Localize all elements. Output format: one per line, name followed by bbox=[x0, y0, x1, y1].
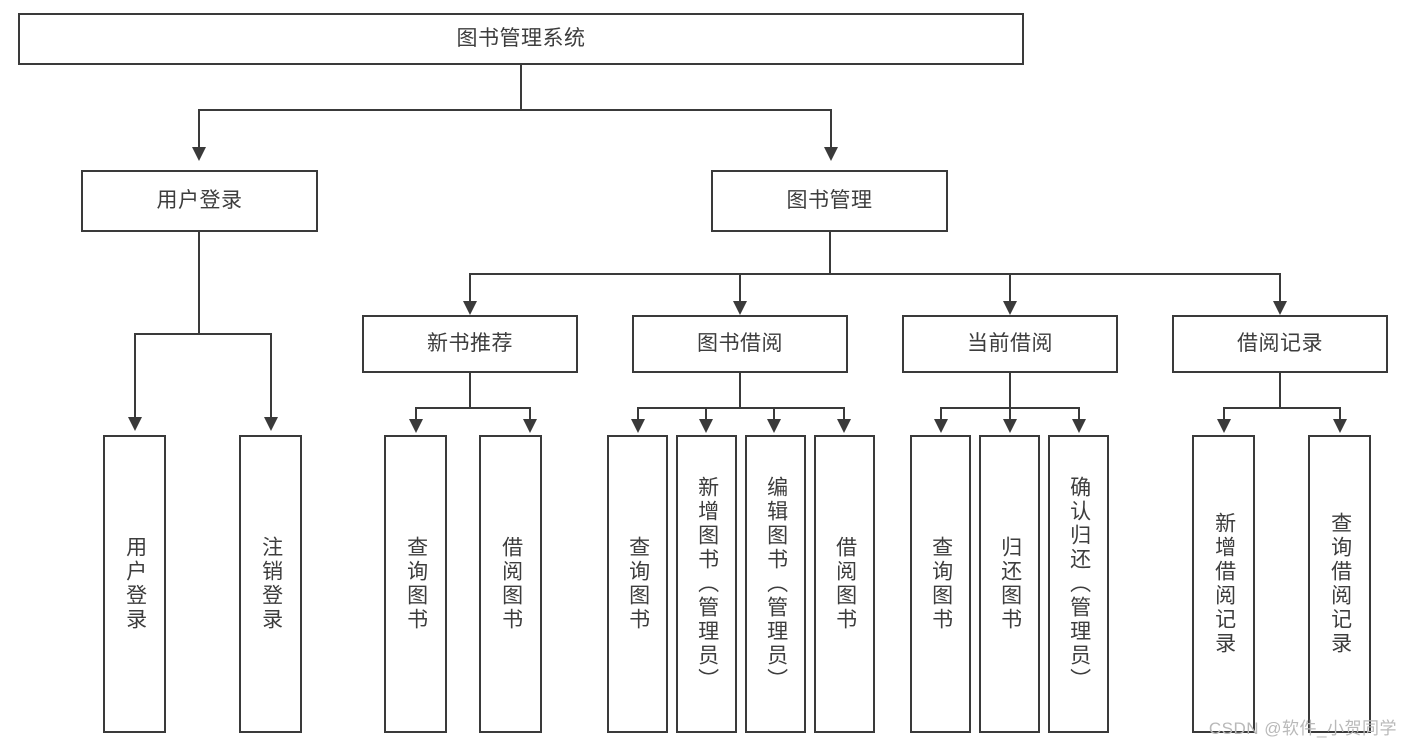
connector-new-book-recommend-stem bbox=[469, 373, 471, 407]
connector-book-management-stem bbox=[829, 232, 831, 273]
node-label: 查询图书 bbox=[404, 536, 428, 632]
arrowhead-leaf-logout bbox=[264, 417, 278, 431]
node-root-book-management-system[interactable]: 图书管理系统 bbox=[18, 13, 1024, 65]
node-borrow-record[interactable]: 借阅记录 bbox=[1172, 315, 1388, 373]
arrowhead-leaf-return-book bbox=[1003, 419, 1017, 433]
node-user-login[interactable]: 用户登录 bbox=[81, 170, 318, 232]
leaf-user-login[interactable]: 用户登录 bbox=[103, 435, 166, 733]
leaf-confirm-return-admin[interactable]: 确认归还（管理员） bbox=[1048, 435, 1109, 733]
arrowhead-leaf-edit-book bbox=[767, 419, 781, 433]
arrowhead-leaf-borrow-book-nbr bbox=[523, 419, 537, 433]
arrowhead-leaf-add-borrow-record bbox=[1217, 419, 1231, 433]
connector-drop-leaf-query-book-cb bbox=[940, 407, 942, 419]
node-label: 查询图书 bbox=[929, 536, 953, 632]
connector-drop-leaf-query-borrow-record bbox=[1339, 407, 1341, 419]
node-label: 借阅图书 bbox=[499, 536, 523, 632]
connector-drop-leaf-borrow-book-nbr bbox=[529, 407, 531, 419]
connector-drop-leaf-user-login bbox=[134, 333, 136, 417]
connector-drop-leaf-add-borrow-record bbox=[1223, 407, 1225, 419]
connector-drop-leaf-return-book bbox=[1009, 407, 1011, 419]
connector-drop-leaf-query-book-bb bbox=[637, 407, 639, 419]
arrowhead-leaf-user-login bbox=[128, 417, 142, 431]
connector-drop-new-book-recommend bbox=[469, 273, 471, 301]
connector-book-borrow-stem bbox=[739, 373, 741, 407]
connector-borrow-record-bus bbox=[1223, 407, 1341, 409]
node-label: 新书推荐 bbox=[427, 331, 513, 355]
leaf-query-book-current-borrow[interactable]: 查询图书 bbox=[910, 435, 971, 733]
connector-new-book-recommend-bus bbox=[415, 407, 531, 409]
node-current-borrow[interactable]: 当前借阅 bbox=[902, 315, 1118, 373]
arrowhead-current-borrow bbox=[1003, 301, 1017, 315]
node-label: 图书管理 bbox=[786, 188, 873, 212]
connector-drop-leaf-borrow-book-bb bbox=[843, 407, 845, 419]
connector-level2-bus bbox=[469, 273, 1281, 275]
node-book-borrow[interactable]: 图书借阅 bbox=[632, 315, 848, 373]
arrowhead-leaf-query-book-bb bbox=[631, 419, 645, 433]
connector-drop-book-management bbox=[830, 109, 832, 147]
arrowhead-book-borrow bbox=[733, 301, 747, 315]
node-label: 图书管理系统 bbox=[456, 26, 586, 50]
node-new-book-recommend[interactable]: 新书推荐 bbox=[362, 315, 578, 373]
node-label: 用户登录 bbox=[156, 188, 243, 212]
leaf-logout[interactable]: 注销登录 bbox=[239, 435, 302, 733]
node-book-management[interactable]: 图书管理 bbox=[711, 170, 948, 232]
connector-root-stem bbox=[520, 65, 522, 109]
connector-borrow-record-stem bbox=[1279, 373, 1281, 407]
arrowhead-leaf-query-book-cb bbox=[934, 419, 948, 433]
node-label: 借阅记录 bbox=[1237, 331, 1323, 355]
node-label: 当前借阅 bbox=[967, 331, 1053, 355]
connector-drop-borrow-record bbox=[1279, 273, 1281, 301]
arrowhead-book-management bbox=[824, 147, 838, 161]
connector-drop-leaf-confirm-return bbox=[1078, 407, 1080, 419]
connector-drop-leaf-edit-book bbox=[773, 407, 775, 419]
leaf-add-borrow-record[interactable]: 新增借阅记录 bbox=[1192, 435, 1255, 733]
connector-drop-leaf-logout bbox=[270, 333, 272, 417]
leaf-query-book-borrow[interactable]: 查询图书 bbox=[607, 435, 668, 733]
connector-user-login-bus bbox=[134, 333, 272, 335]
arrowhead-leaf-add-book bbox=[699, 419, 713, 433]
node-label: 新增借阅记录 bbox=[1212, 512, 1236, 656]
leaf-add-book-admin[interactable]: 新增图书（管理员） bbox=[676, 435, 737, 733]
arrowhead-leaf-borrow-book-bb bbox=[837, 419, 851, 433]
connector-user-login-stem bbox=[198, 232, 200, 333]
node-label: 归还图书 bbox=[998, 536, 1022, 632]
connector-drop-leaf-add-book bbox=[705, 407, 707, 419]
leaf-query-book-new-recommend[interactable]: 查询图书 bbox=[384, 435, 447, 733]
leaf-edit-book-admin[interactable]: 编辑图书（管理员） bbox=[745, 435, 806, 733]
connector-drop-book-borrow bbox=[739, 273, 741, 301]
connector-drop-user-login bbox=[198, 109, 200, 147]
node-label: 新增图书（管理员） bbox=[695, 476, 719, 692]
leaf-query-borrow-record[interactable]: 查询借阅记录 bbox=[1308, 435, 1371, 733]
leaf-return-book[interactable]: 归还图书 bbox=[979, 435, 1040, 733]
arrowhead-new-book-recommend bbox=[463, 301, 477, 315]
connector-book-borrow-bus bbox=[637, 407, 845, 409]
node-label: 确认归还（管理员） bbox=[1067, 476, 1091, 692]
connector-level1-bus bbox=[198, 109, 832, 111]
connector-drop-current-borrow bbox=[1009, 273, 1011, 301]
arrowhead-leaf-query-borrow-record bbox=[1333, 419, 1347, 433]
node-label: 查询借阅记录 bbox=[1328, 512, 1352, 656]
arrowhead-leaf-query-book-nbr bbox=[409, 419, 423, 433]
node-label: 图书借阅 bbox=[697, 331, 783, 355]
arrowhead-user-login bbox=[192, 147, 206, 161]
leaf-borrow-book-borrow[interactable]: 借阅图书 bbox=[814, 435, 875, 733]
node-label: 注销登录 bbox=[259, 536, 283, 632]
node-label: 借阅图书 bbox=[833, 536, 857, 632]
arrowhead-borrow-record bbox=[1273, 301, 1287, 315]
leaf-borrow-book-new-recommend[interactable]: 借阅图书 bbox=[479, 435, 542, 733]
connector-current-borrow-stem bbox=[1009, 373, 1011, 407]
node-label: 查询图书 bbox=[626, 536, 650, 632]
connector-drop-leaf-query-book-nbr bbox=[415, 407, 417, 419]
arrowhead-leaf-confirm-return bbox=[1072, 419, 1086, 433]
node-label: 编辑图书（管理员） bbox=[764, 476, 788, 692]
node-label: 用户登录 bbox=[123, 536, 147, 632]
